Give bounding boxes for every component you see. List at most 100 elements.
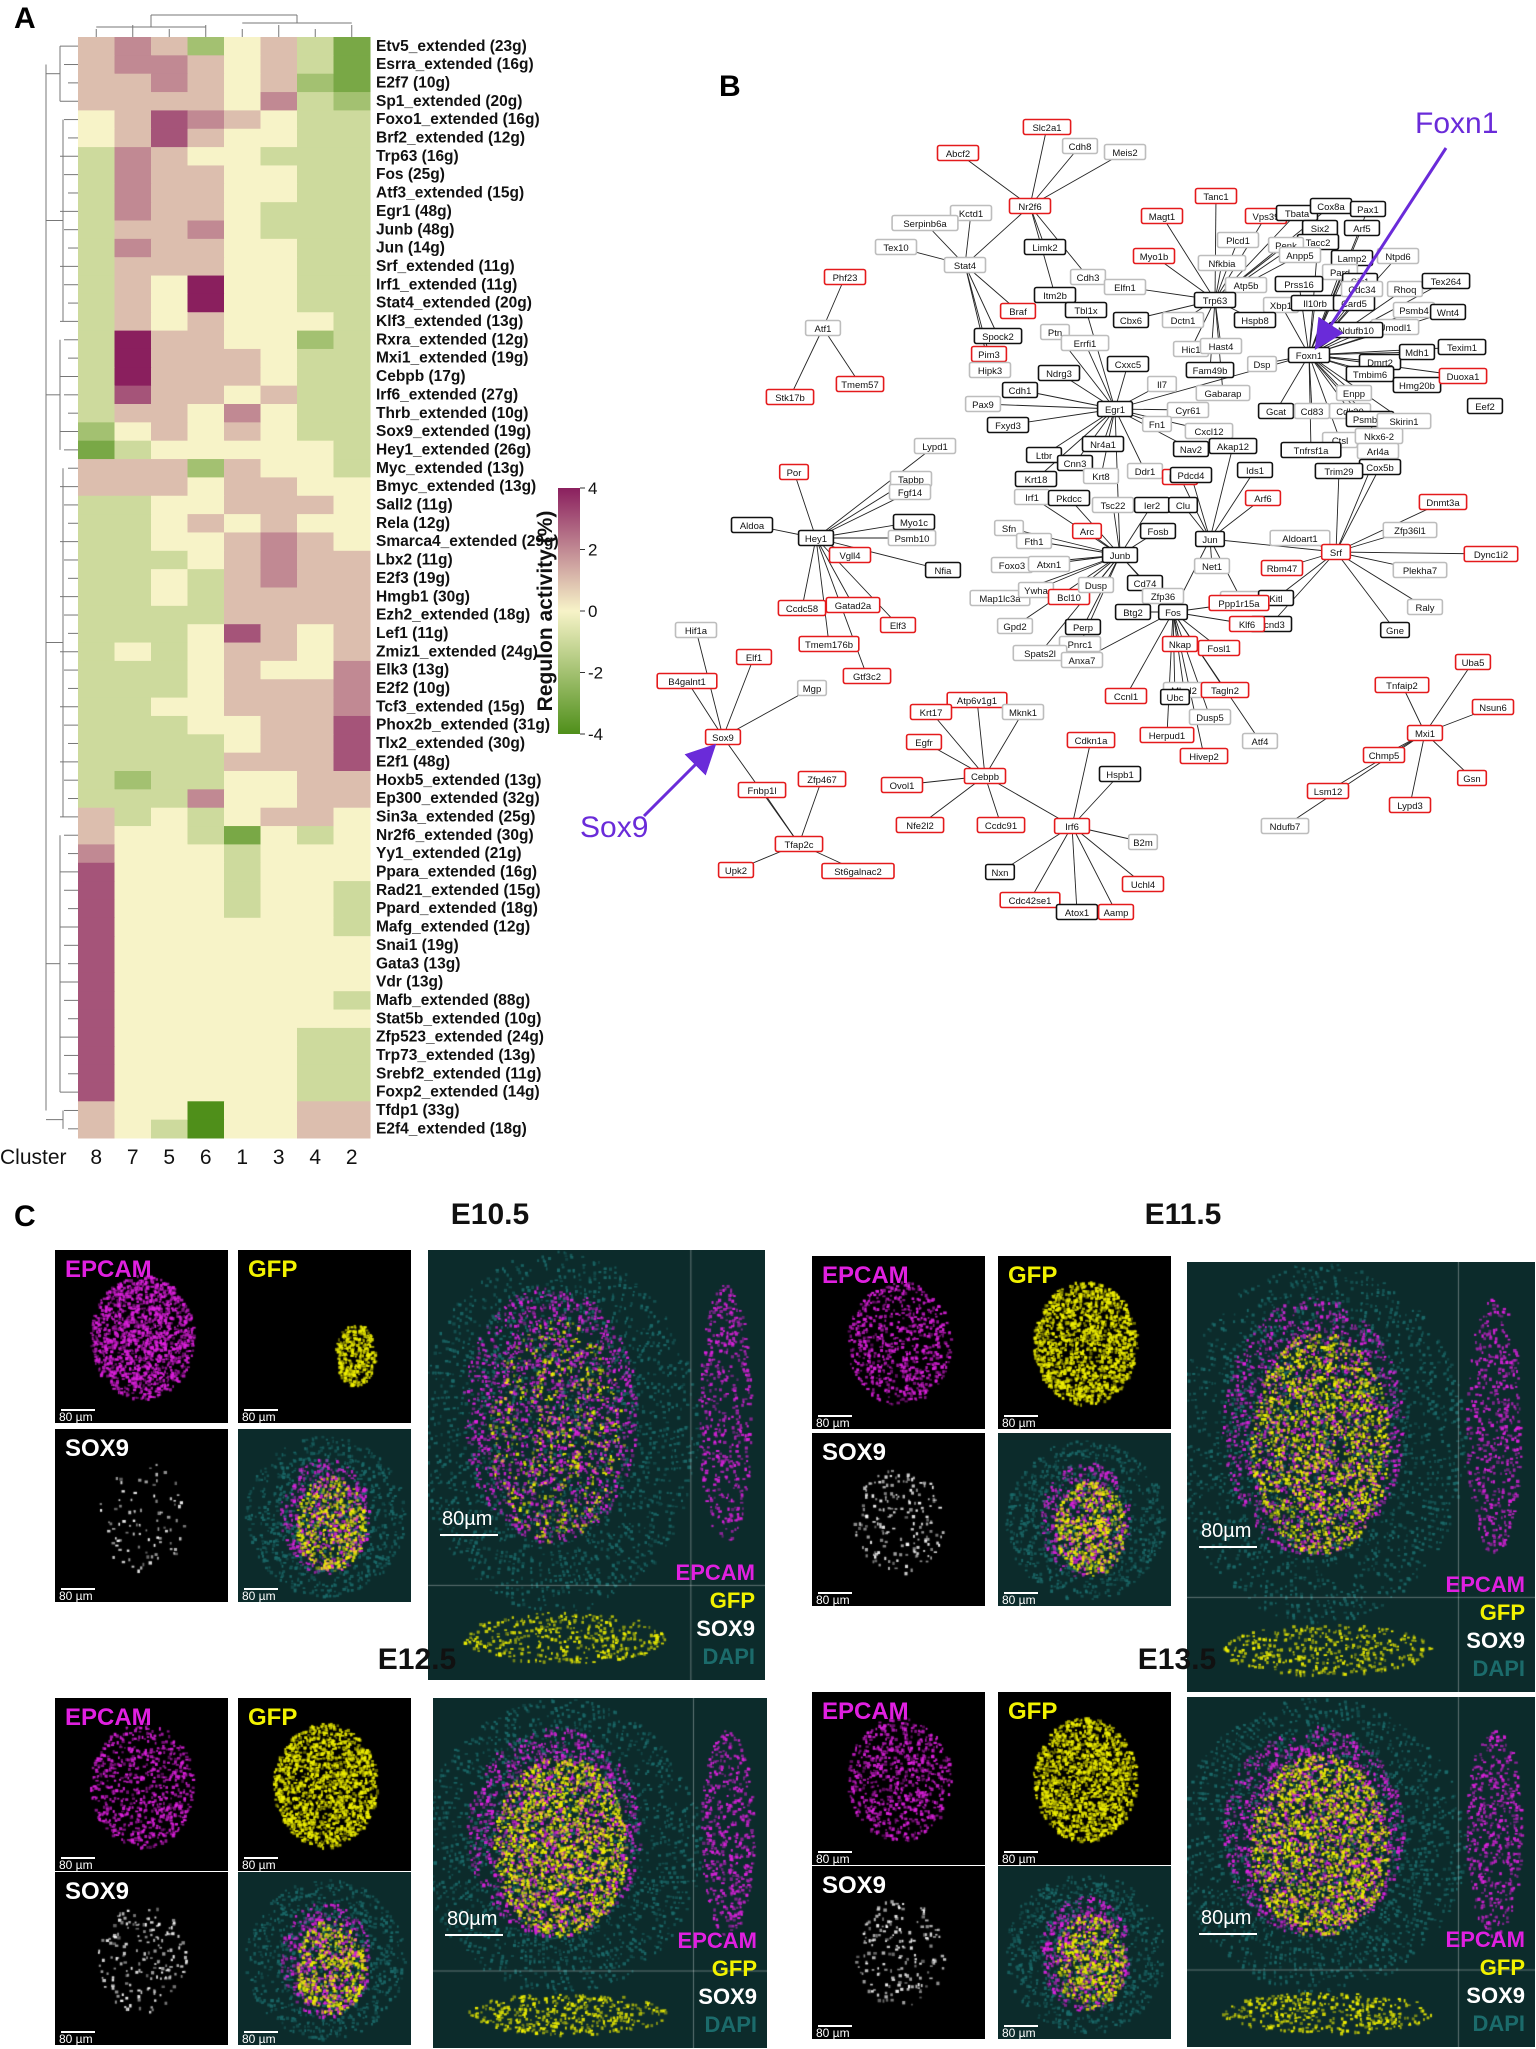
heatmap-cell: [78, 275, 115, 295]
heatmap-cell: [151, 1046, 188, 1066]
heatmap-cell: [114, 991, 152, 1011]
regulon-label: Tfdp1 (33g): [376, 1102, 460, 1119]
svg-text:Hast4: Hast4: [1209, 342, 1234, 353]
svg-text:Uba5: Uba5: [1462, 658, 1485, 669]
svg-text:Fam49b: Fam49b: [1193, 366, 1228, 377]
network-node: Braf: [999, 302, 1037, 320]
regulon-label: Trp73_extended (13g): [376, 1047, 535, 1064]
heatmap-cell: [78, 37, 115, 56]
heatmap-cell: [297, 972, 334, 992]
heatmap-cell: [224, 972, 261, 992]
heatmap-cell: [260, 936, 298, 955]
heatmap-cell: [224, 954, 261, 974]
network-node: Dmrt2: [1358, 353, 1402, 371]
svg-text:Arc: Arc: [1080, 527, 1095, 538]
heatmap-cell: [78, 367, 115, 387]
heatmap-cell: [260, 807, 298, 827]
regulon-label: Zfp523_extended (24g): [376, 1029, 544, 1046]
network-node: Bcl10: [1047, 588, 1091, 606]
network-node: Atox1: [1055, 903, 1099, 921]
network-node: Atxn1: [1027, 555, 1071, 573]
svg-text:Cdc34: Cdc34: [1348, 285, 1375, 296]
heatmap-cell: [333, 73, 371, 93]
heatmap-cell: [224, 128, 261, 148]
heatmap-cell: [114, 330, 152, 350]
heatmap-cell: [187, 128, 225, 148]
svg-text:Tex264: Tex264: [1431, 277, 1462, 288]
network-node: Fam49b: [1185, 361, 1235, 379]
heatmap-cell: [260, 202, 298, 221]
svg-text:Umodl1: Umodl1: [1379, 323, 1412, 334]
scale-label: 80 µm: [1002, 1416, 1036, 1429]
heatmap-cell: [260, 55, 298, 75]
network-node: Cox8a: [1309, 197, 1353, 215]
svg-text:Cnn3: Cnn3: [1064, 459, 1087, 470]
heatmap-cell: [333, 642, 371, 662]
heatmap-cell: [260, 404, 298, 423]
heatmap-cell: [78, 569, 115, 588]
heatmap-cell: [224, 844, 261, 864]
heatmap-cell: [187, 257, 225, 277]
svg-text:Xbp1: Xbp1: [1270, 301, 1292, 312]
heatmap-cell: [78, 55, 115, 75]
network-node: B2m: [1127, 833, 1159, 851]
svg-text:Six2: Six2: [1311, 224, 1329, 235]
svg-text:Foxo3: Foxo3: [999, 561, 1025, 572]
heatmap-cell: [297, 917, 334, 937]
regulon-label: E2f7 (10g): [376, 74, 450, 91]
svg-text:Zfp36: Zfp36: [1151, 592, 1175, 603]
heatmap-cell: [187, 404, 225, 423]
heatmap-cell: [260, 385, 298, 405]
network-node: Pard: [1321, 263, 1359, 281]
network-node: Zfp36l1: [1382, 521, 1438, 539]
svg-text:Ier2: Ier2: [1144, 501, 1160, 512]
heatmap-cell: [333, 440, 371, 460]
heatmap-cell: [333, 514, 371, 533]
heatmap-cell: [297, 202, 334, 221]
network-node: Plekha7: [1392, 561, 1448, 579]
network-node: Hast4: [1199, 337, 1243, 355]
regulon-label: Fos (25g): [376, 166, 445, 183]
heatmap-cell: [333, 128, 371, 148]
legend-epcam: EPCAM: [1445, 1572, 1525, 1597]
heatmap-cell: [224, 422, 261, 442]
network-node: Eef2: [1466, 397, 1504, 415]
sox9-channel-label: SOX9: [65, 1878, 130, 1905]
regulon-label: Hoxb5_extended (13g): [376, 772, 541, 789]
network-node: Uchl4: [1121, 875, 1165, 893]
network-node: St6galnac2: [821, 862, 895, 880]
heatmap-cell: [260, 422, 298, 442]
heatmap-cell: [224, 624, 261, 644]
network-node: Atf4: [1241, 732, 1279, 750]
heatmap-cell: [333, 752, 371, 772]
heatmap-cell: [260, 275, 298, 295]
network-node: Nav2: [1172, 440, 1210, 458]
heatmap-cell: [151, 844, 188, 864]
heatmap-cell: [297, 330, 334, 350]
heatmap-cell: [224, 404, 261, 423]
heatmap-cell: [187, 440, 225, 460]
regulon-label: Ep300_extended (32g): [376, 790, 540, 807]
svg-text:Klf6: Klf6: [1239, 620, 1255, 631]
svg-text:Shank: Shank: [1228, 595, 1255, 606]
network-node: Tnfrsf1a: [1280, 441, 1342, 459]
heatmap-cell: [187, 73, 225, 93]
scale-bar-big: [1199, 1933, 1257, 1935]
network-node: Il7: [1146, 375, 1178, 393]
panel-letter-a: A: [14, 2, 36, 35]
heatmap-cell: [260, 147, 298, 166]
network-node: Wnt4: [1429, 303, 1467, 321]
regulon-label: Tcf3_extended (15g): [376, 698, 525, 715]
network-node: Atp5b: [1224, 276, 1268, 294]
network-node: Umodl1: [1370, 318, 1420, 336]
heatmap-cell: [114, 1082, 152, 1102]
heatmap-cell: [333, 697, 371, 717]
scale-label: 80 µm: [1002, 1852, 1036, 1865]
heatmap-cell: [297, 312, 334, 332]
svg-text:Tfap2c: Tfap2c: [784, 840, 813, 851]
svg-text:Akap12: Akap12: [1217, 442, 1249, 453]
regulon-label: Hey1_extended (26g): [376, 441, 531, 458]
